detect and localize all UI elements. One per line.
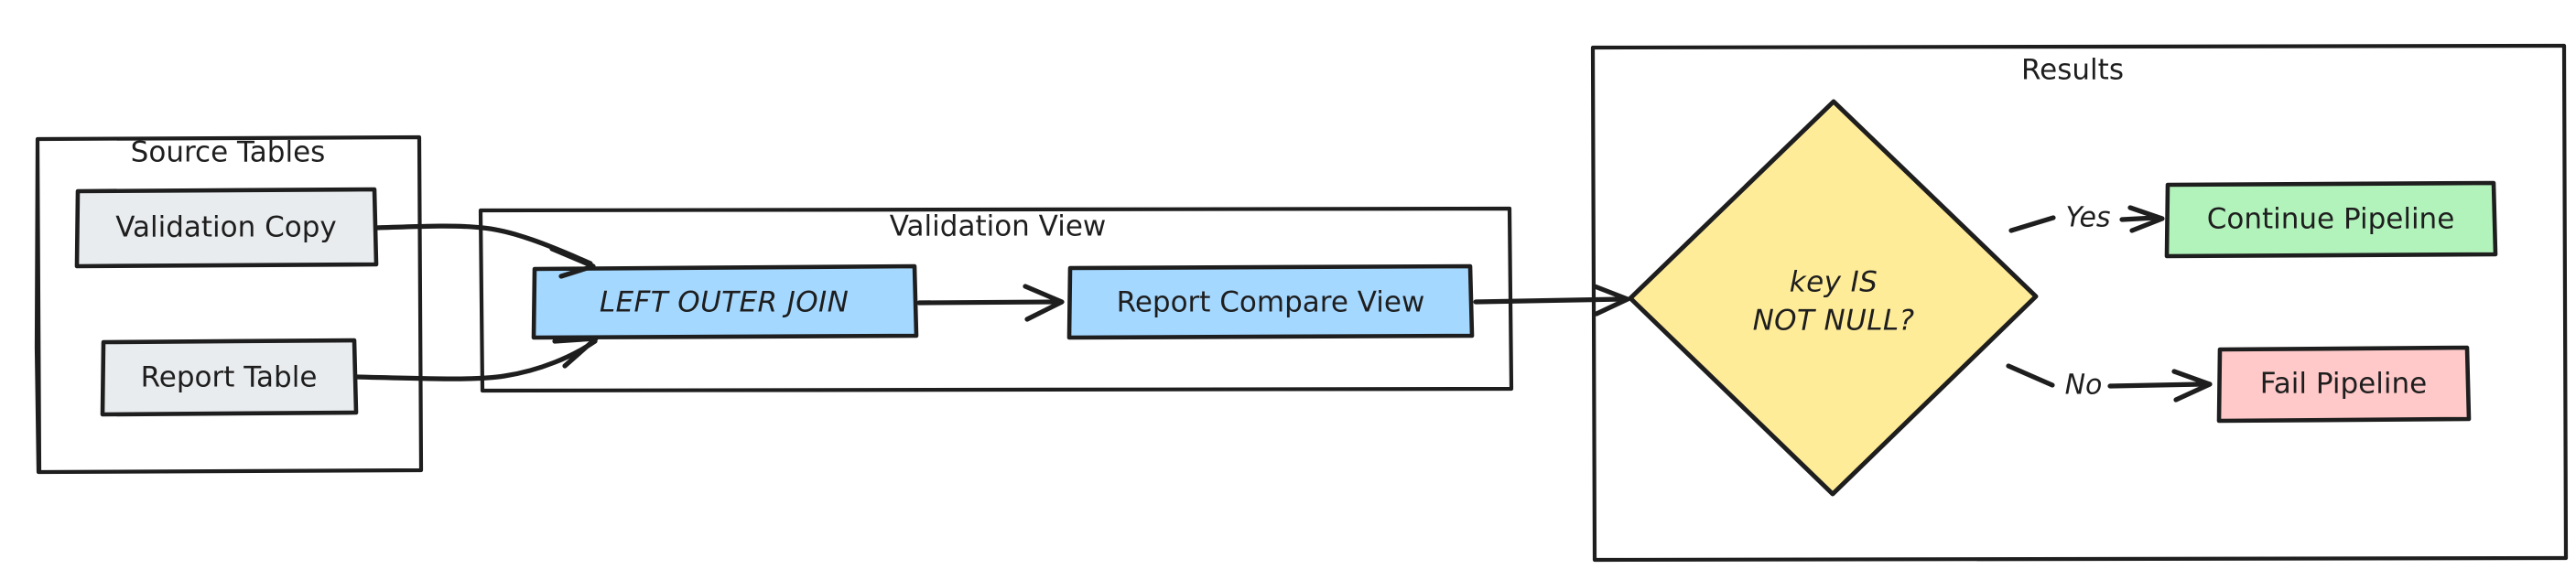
- edge-decision-no: No: [2006, 363, 2213, 403]
- edge-decision-no-arrowhead: [2171, 369, 2213, 403]
- edge-join-to-compare-arrowhead: [1023, 284, 1065, 322]
- left-outer-join-rect: [531, 263, 919, 340]
- edge-decision-no-label: No: [2065, 370, 2103, 402]
- validation-copy-rect: [74, 187, 379, 269]
- validation-view-title: Validation View: [890, 210, 1107, 243]
- node-validation-copy[interactable]: Validation Copy: [74, 187, 379, 269]
- edge-compare-to-decision-line: [1473, 296, 1625, 305]
- validation-view-frame: [478, 206, 1514, 393]
- report-table-label: Report Table: [141, 361, 318, 394]
- container-validation-view[interactable]: Validation View: [478, 206, 1514, 393]
- edge-report-table-to-join-arrowhead: [552, 336, 599, 369]
- key-not-null-diamond: [1628, 99, 2039, 497]
- results-title: Results: [2021, 54, 2124, 87]
- edge-decision-yes-line-a: [2008, 215, 2056, 233]
- edge-compare-to-decision-arrowhead: [1592, 284, 1630, 317]
- edge-validation-copy-to-join: [373, 223, 596, 279]
- edge-report-table-to-join-line: [353, 338, 598, 381]
- node-report-table[interactable]: Report Table: [100, 338, 359, 417]
- edge-decision-yes-arrowhead: [2127, 205, 2165, 233]
- edge-compare-to-decision: [1473, 284, 1630, 317]
- fail-pipeline-rect: [2216, 345, 2472, 424]
- source-tables-title: Source Tables: [131, 136, 326, 169]
- report-compare-view-rect: [1066, 263, 1475, 340]
- continue-pipeline-label: Continue Pipeline: [2207, 203, 2455, 236]
- edge-join-to-compare: [916, 284, 1065, 322]
- edge-decision-yes-line-b: [2119, 215, 2159, 222]
- edge-decision-no-line-b: [2107, 381, 2204, 389]
- node-left-outer-join[interactable]: LEFT OUTER JOIN: [531, 263, 919, 340]
- edge-decision-yes-label: Yes: [2065, 202, 2110, 234]
- edge-decision-yes: Yes: [2008, 202, 2165, 234]
- node-report-compare-view[interactable]: Report Compare View: [1066, 263, 1475, 340]
- node-continue-pipeline[interactable]: Continue Pipeline: [2164, 180, 2498, 259]
- container-source-tables[interactable]: Source Tables: [34, 134, 424, 475]
- fail-pipeline-label: Fail Pipeline: [2260, 368, 2427, 401]
- edge-validation-copy-to-join-line: [373, 223, 593, 266]
- edge-report-table-to-join: [353, 336, 599, 381]
- key-not-null-label-line1: key IS: [1790, 266, 1878, 299]
- container-results[interactable]: Results: [1590, 43, 2569, 563]
- edge-join-to-compare-line: [916, 299, 1057, 306]
- edge-decision-no-line-a: [2006, 363, 2055, 388]
- continue-pipeline-rect: [2164, 180, 2498, 259]
- report-table-rect: [100, 338, 359, 417]
- left-outer-join-label: LEFT OUTER JOIN: [600, 286, 849, 319]
- validation-copy-label: Validation Copy: [115, 211, 337, 244]
- results-frame: [1590, 43, 2569, 563]
- edge-validation-copy-to-join-arrowhead: [549, 246, 596, 279]
- key-not-null-label-line2: NOT NULL?: [1753, 305, 1915, 338]
- report-compare-view-label: Report Compare View: [1117, 286, 1425, 319]
- node-key-not-null[interactable]: key IS NOT NULL?: [1628, 99, 2039, 497]
- node-fail-pipeline[interactable]: Fail Pipeline: [2216, 345, 2472, 424]
- source-tables-frame: [34, 134, 424, 475]
